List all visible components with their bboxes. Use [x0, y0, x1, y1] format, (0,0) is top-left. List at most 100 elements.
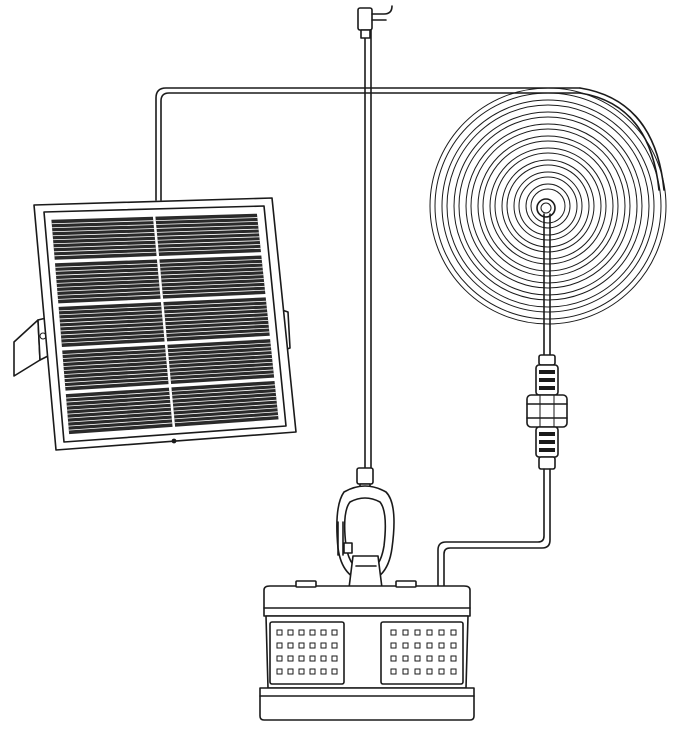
light-vent-dot — [414, 655, 421, 662]
solar-cell-line — [161, 282, 265, 288]
light-vent-dot — [287, 642, 294, 649]
solar-cell-line — [171, 384, 275, 392]
light-vent-dot — [390, 655, 397, 662]
light-vent-dot — [309, 668, 316, 675]
solar-cell-line — [57, 290, 160, 296]
solar-cell-line — [162, 289, 265, 296]
solar-cell-line — [157, 232, 259, 237]
solar-cell-line — [173, 407, 278, 416]
solar-cell-line — [52, 228, 155, 233]
light-vent-dot — [390, 668, 397, 675]
solar-cell-line — [172, 395, 277, 404]
light-vent-dot — [309, 629, 316, 636]
solar-cell-line — [66, 398, 171, 407]
solar-cell-line — [55, 262, 158, 268]
solar-panel — [13, 197, 297, 451]
light-vent-dot — [287, 668, 294, 675]
light-vent-dot — [298, 668, 305, 675]
light-vent-dot — [276, 668, 283, 675]
light-vent-dot — [309, 642, 316, 649]
solar-cell-line — [51, 220, 154, 225]
solar-cell-line — [156, 221, 258, 225]
solar-cell-line — [169, 357, 273, 365]
light-vent-dot — [426, 629, 433, 636]
solar-cell-line — [165, 320, 269, 327]
solar-cell-line — [164, 308, 267, 315]
solar-cell-line — [66, 395, 170, 403]
solar-cell-line — [62, 348, 166, 355]
light-vent-dot — [450, 668, 457, 675]
carabiner — [336, 485, 395, 589]
solar-cell-line — [172, 388, 276, 396]
waterproof-connector — [526, 354, 568, 470]
solar-cell-line — [159, 258, 262, 264]
light-vent-dot — [438, 655, 445, 662]
light-vent-dot — [287, 655, 294, 662]
solar-cell-line — [170, 373, 274, 381]
solar-cell-line — [173, 399, 277, 408]
light-vent-dot — [438, 629, 445, 636]
solar-cell-line — [162, 285, 265, 292]
light-vent-dot — [426, 668, 433, 675]
solar-cell-line — [160, 266, 263, 272]
light-vent-dot — [298, 655, 305, 662]
light-vent-dot — [276, 629, 283, 636]
light-vent-dot — [320, 642, 327, 649]
solar-cell-line — [62, 352, 166, 359]
solar-cell-line — [53, 239, 156, 245]
solar-cell-line — [59, 317, 163, 324]
solar-cell-line — [172, 392, 276, 400]
solar-cell-line — [165, 323, 269, 330]
solar-cell-line — [68, 414, 172, 423]
solar-cell-line — [54, 251, 157, 257]
solar-cell-line — [53, 243, 156, 249]
solar-cell-line — [64, 371, 168, 379]
solar-cell-line — [56, 274, 159, 280]
light-vent-dot — [320, 668, 327, 675]
solar-cell-line — [56, 278, 159, 284]
solar-cell-line — [67, 402, 171, 411]
solar-cell-line — [164, 304, 267, 311]
light-vent-dot — [320, 655, 327, 662]
solar-cell-line — [169, 365, 273, 373]
solar-cell-line — [174, 411, 278, 420]
solar-cell-line — [161, 274, 264, 280]
light-vent-dot — [414, 629, 421, 636]
solar-cell-line — [168, 346, 271, 353]
solar-cell-line — [65, 379, 169, 387]
solar-cell-line — [163, 300, 267, 307]
light-vent-dot — [450, 629, 457, 636]
light-vent-dot — [450, 642, 457, 649]
coiled-cable — [429, 87, 667, 325]
light-vent-dot — [320, 629, 327, 636]
solar-cell-line — [166, 331, 270, 338]
panel-cable — [155, 87, 581, 201]
solar-cell-line — [59, 309, 162, 316]
light-vent-dot — [402, 655, 409, 662]
solar-cell-line — [157, 240, 260, 245]
light-unit — [259, 580, 475, 721]
solar-cell-line — [58, 305, 162, 312]
solar-cell-line — [67, 406, 171, 415]
solar-cell-line — [64, 368, 168, 375]
light-vent-dot — [331, 629, 338, 636]
light-vent-dot — [414, 668, 421, 675]
solar-cell-line — [56, 282, 160, 288]
light-vent-dot — [331, 668, 338, 675]
solar-cell-line — [167, 342, 271, 350]
light-vent-dot — [426, 642, 433, 649]
light-vent-dot — [414, 642, 421, 649]
coil-lead — [543, 213, 551, 356]
light-vent-dot — [276, 655, 283, 662]
solar-cell-line — [173, 403, 277, 412]
solar-cell-line — [169, 361, 273, 369]
light-vent-dot — [402, 642, 409, 649]
solar-cell-line — [158, 244, 261, 249]
solar-cell-line — [60, 321, 163, 328]
solar-cell-line — [168, 350, 272, 357]
solar-cell-line — [166, 327, 269, 334]
solar-cell-line — [164, 312, 268, 319]
solar-cell-line — [158, 247, 261, 253]
